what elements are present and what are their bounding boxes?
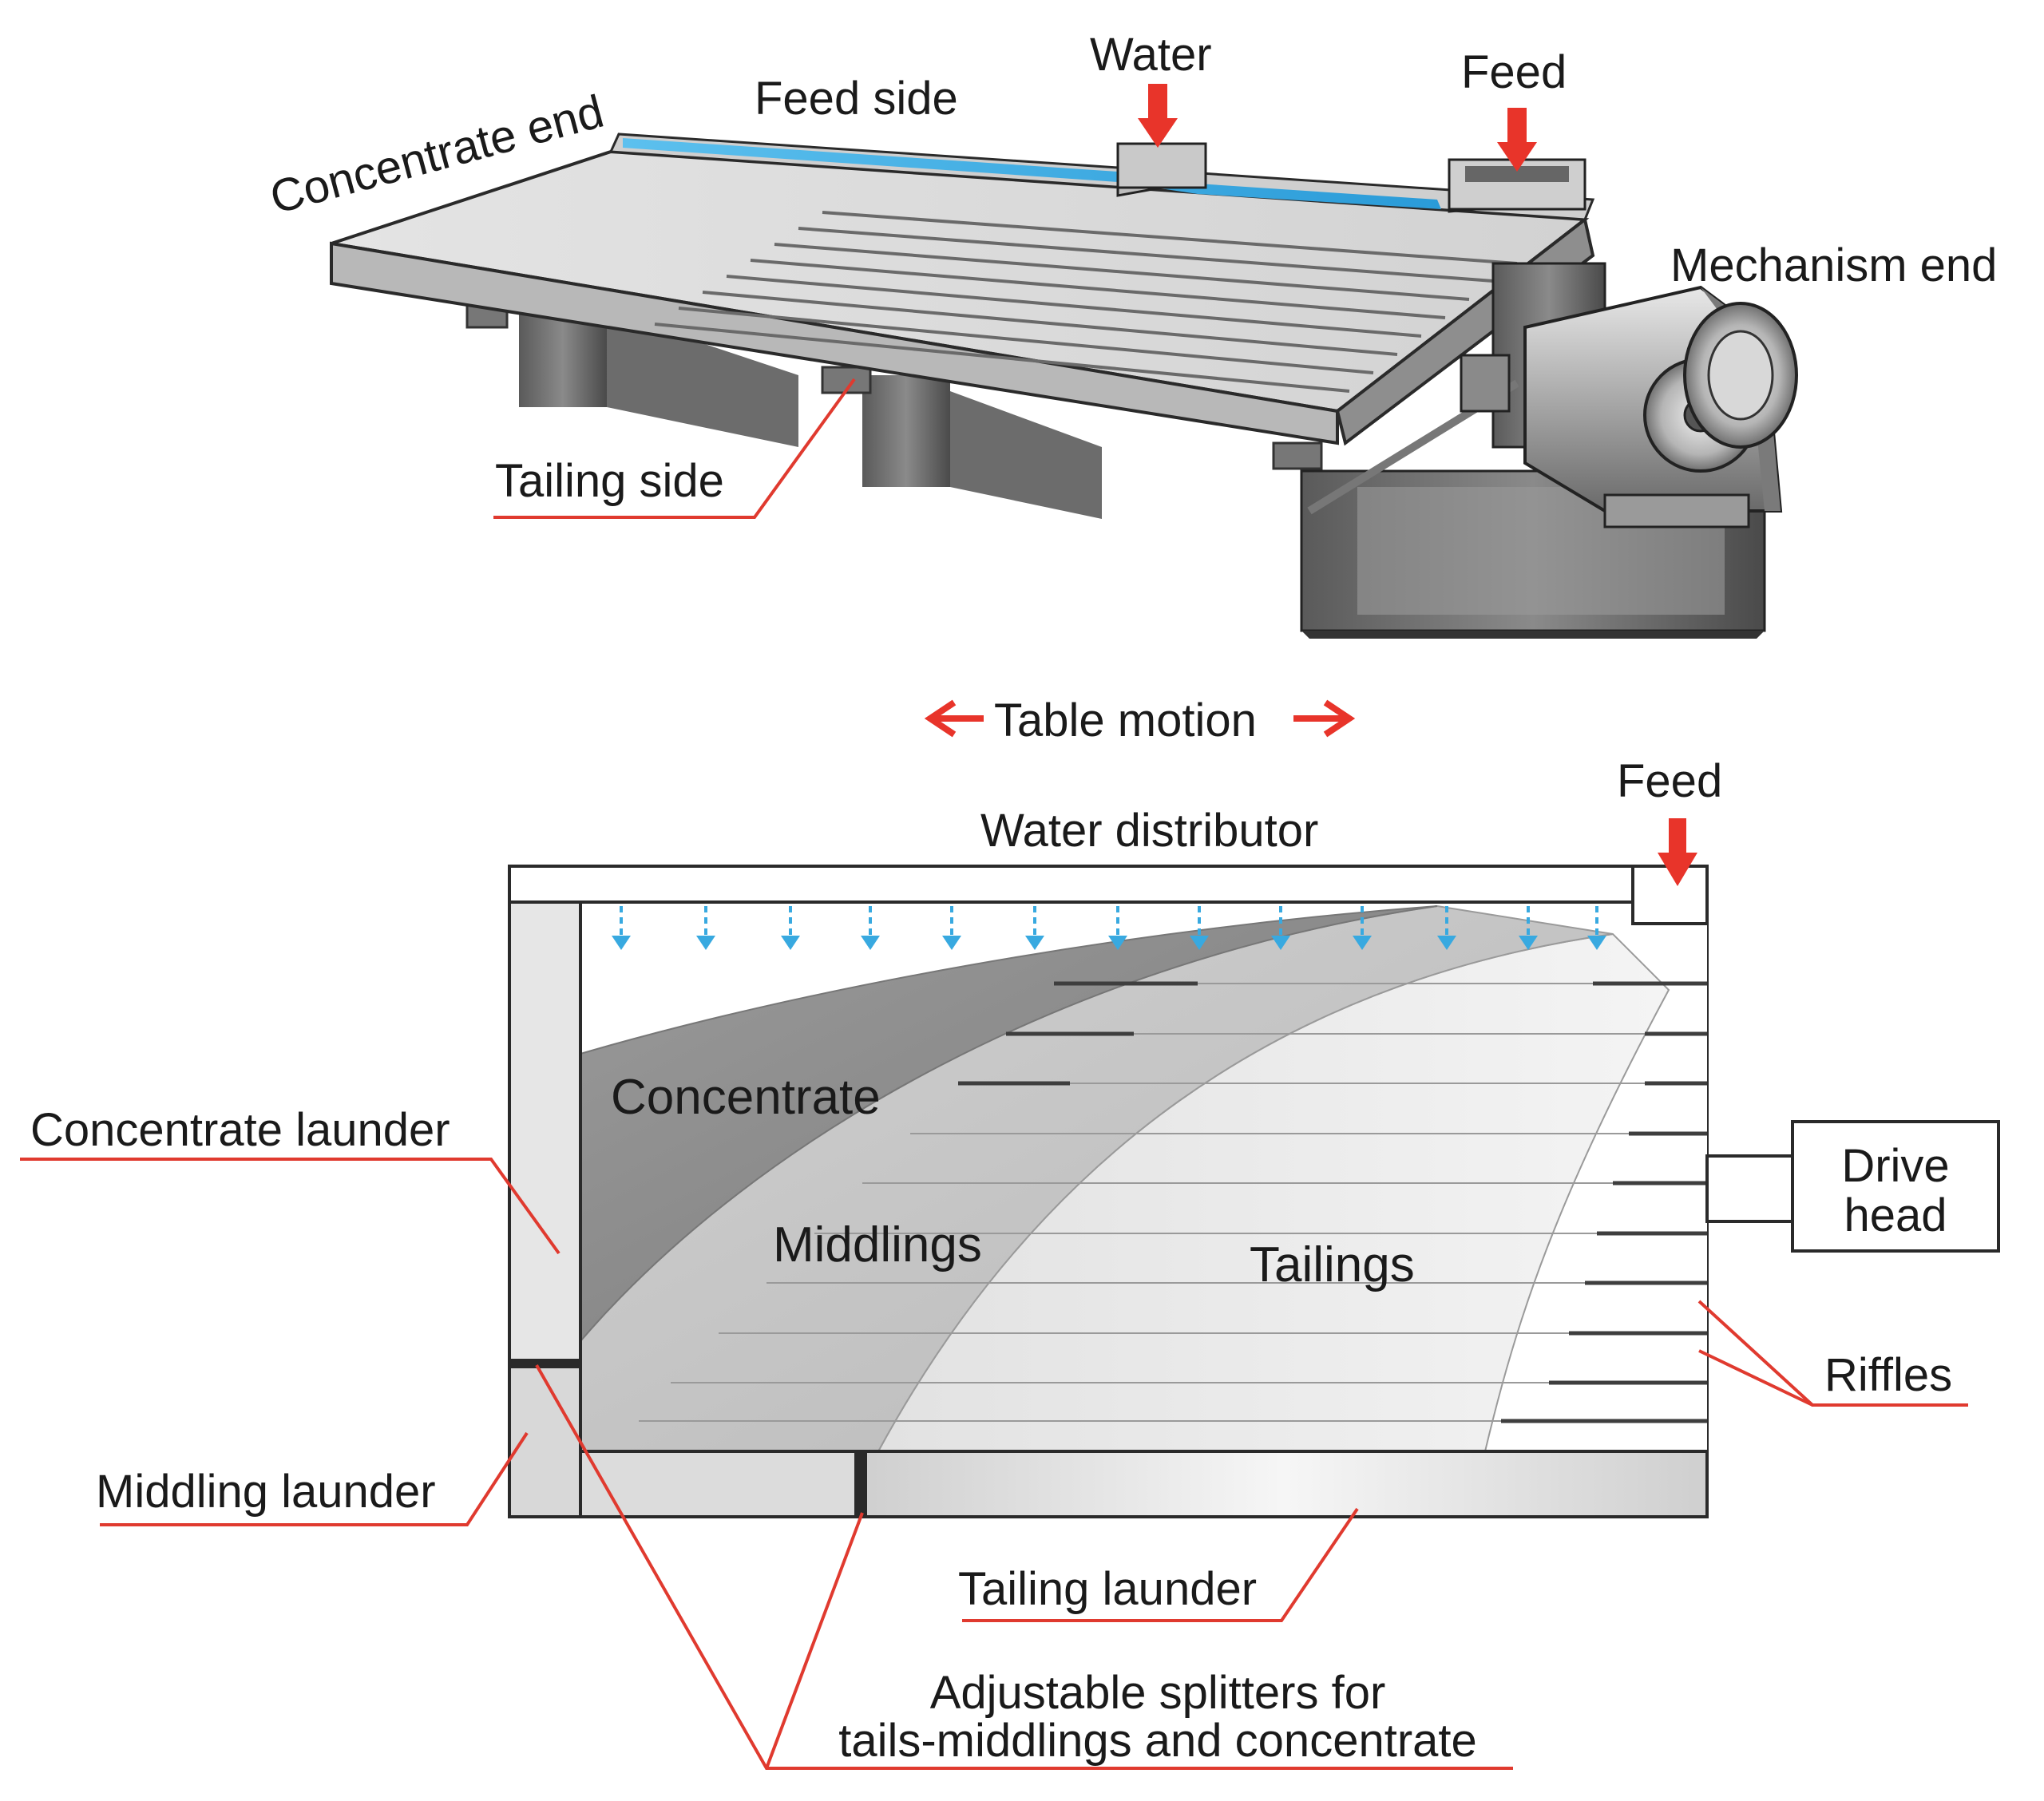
concentrate-launder — [508, 900, 582, 1365]
concentrate-label: Concentrate — [611, 1070, 881, 1125]
water-drop-icon — [612, 906, 631, 950]
tailing-side-label: Tailing side — [495, 455, 724, 507]
water-drop-icon — [1353, 906, 1372, 950]
concentrate-zone — [580, 905, 1438, 1344]
water-drop-icon — [861, 906, 880, 950]
water-drop-icon — [1190, 906, 1209, 950]
water-drop-icon — [1108, 906, 1127, 950]
concentrate-launder-leader — [20, 1158, 561, 1255]
left-arrow-icon — [924, 699, 984, 738]
right-arrow-icon — [1293, 699, 1356, 738]
feed-top-label: Feed — [1461, 46, 1567, 98]
splitters-label-line1: Adjustable splitters for — [930, 1667, 1386, 1719]
mechanism-end-label: Mechanism end — [1670, 239, 1997, 291]
drive-head-box — [1791, 1120, 2000, 1253]
water-box — [1116, 142, 1207, 197]
riffle-stubs — [958, 981, 1707, 1423]
table-motion-indicator: Table motion — [924, 695, 1356, 746]
concentrate-launder-label: Concentrate launder — [30, 1104, 450, 1156]
water-distributor-bar — [508, 865, 1709, 904]
middling-launder-leader — [100, 1431, 529, 1526]
tailing-side-leader — [493, 378, 856, 519]
table-legs — [465, 295, 1323, 519]
deck-grid-lines — [639, 983, 1707, 1422]
feed-arrow-icon — [1497, 108, 1537, 172]
water-drop-icon — [1025, 906, 1044, 950]
middlings-label: Middlings — [773, 1217, 982, 1273]
water-drop-icon — [781, 906, 800, 950]
tailing-launder — [858, 1450, 1709, 1518]
water-distributor-label: Water distributor — [980, 805, 1318, 857]
middling-launder — [508, 1362, 582, 1518]
table-plan-view: Feed Water distributor Concentrate Conce… — [20, 755, 2000, 1770]
drive-head-label-line1: Drive — [1841, 1140, 1949, 1192]
water-label: Water — [1090, 29, 1212, 81]
riffles-label: Riffles — [1824, 1349, 1952, 1401]
tailings-label: Tailings — [1250, 1237, 1415, 1292]
water-drop-icon — [1271, 906, 1290, 950]
feed-arrow-bottom-icon — [1658, 818, 1697, 886]
feed-box-corner — [1631, 865, 1709, 925]
water-arrow-icon — [1138, 84, 1178, 148]
tailing-launder-leader — [962, 1507, 1359, 1622]
water-drops — [612, 906, 1606, 950]
deck-riffles — [654, 211, 1518, 393]
concentrate-splitter — [509, 1359, 580, 1368]
leader-lines — [20, 1158, 1968, 1770]
water-drop-icon — [1587, 906, 1606, 950]
middling-launder-label: Middling launder — [96, 1466, 436, 1518]
feed-side-label: Feed side — [755, 73, 958, 125]
mechanism-housing — [1307, 262, 1798, 528]
water-drop-icon — [1437, 906, 1456, 950]
table-3d-view: Concentrate end Feed side Water Feed Mec… — [265, 29, 1997, 639]
tailings-splitter — [854, 1451, 867, 1517]
water-drop-icon — [942, 906, 961, 950]
tailing-launder-label: Tailing launder — [958, 1563, 1257, 1615]
water-drop-icon — [1519, 906, 1538, 950]
splitters-label-line2: tails-middlings and concentrate — [838, 1715, 1477, 1767]
feed-bottom-label: Feed — [1617, 755, 1722, 807]
table-deck — [330, 133, 1595, 446]
table-motion-label: Table motion — [994, 695, 1257, 746]
drive-head-label-line2: head — [1844, 1189, 1947, 1241]
water-drop-icon — [696, 906, 715, 950]
water-flow — [623, 138, 1441, 209]
